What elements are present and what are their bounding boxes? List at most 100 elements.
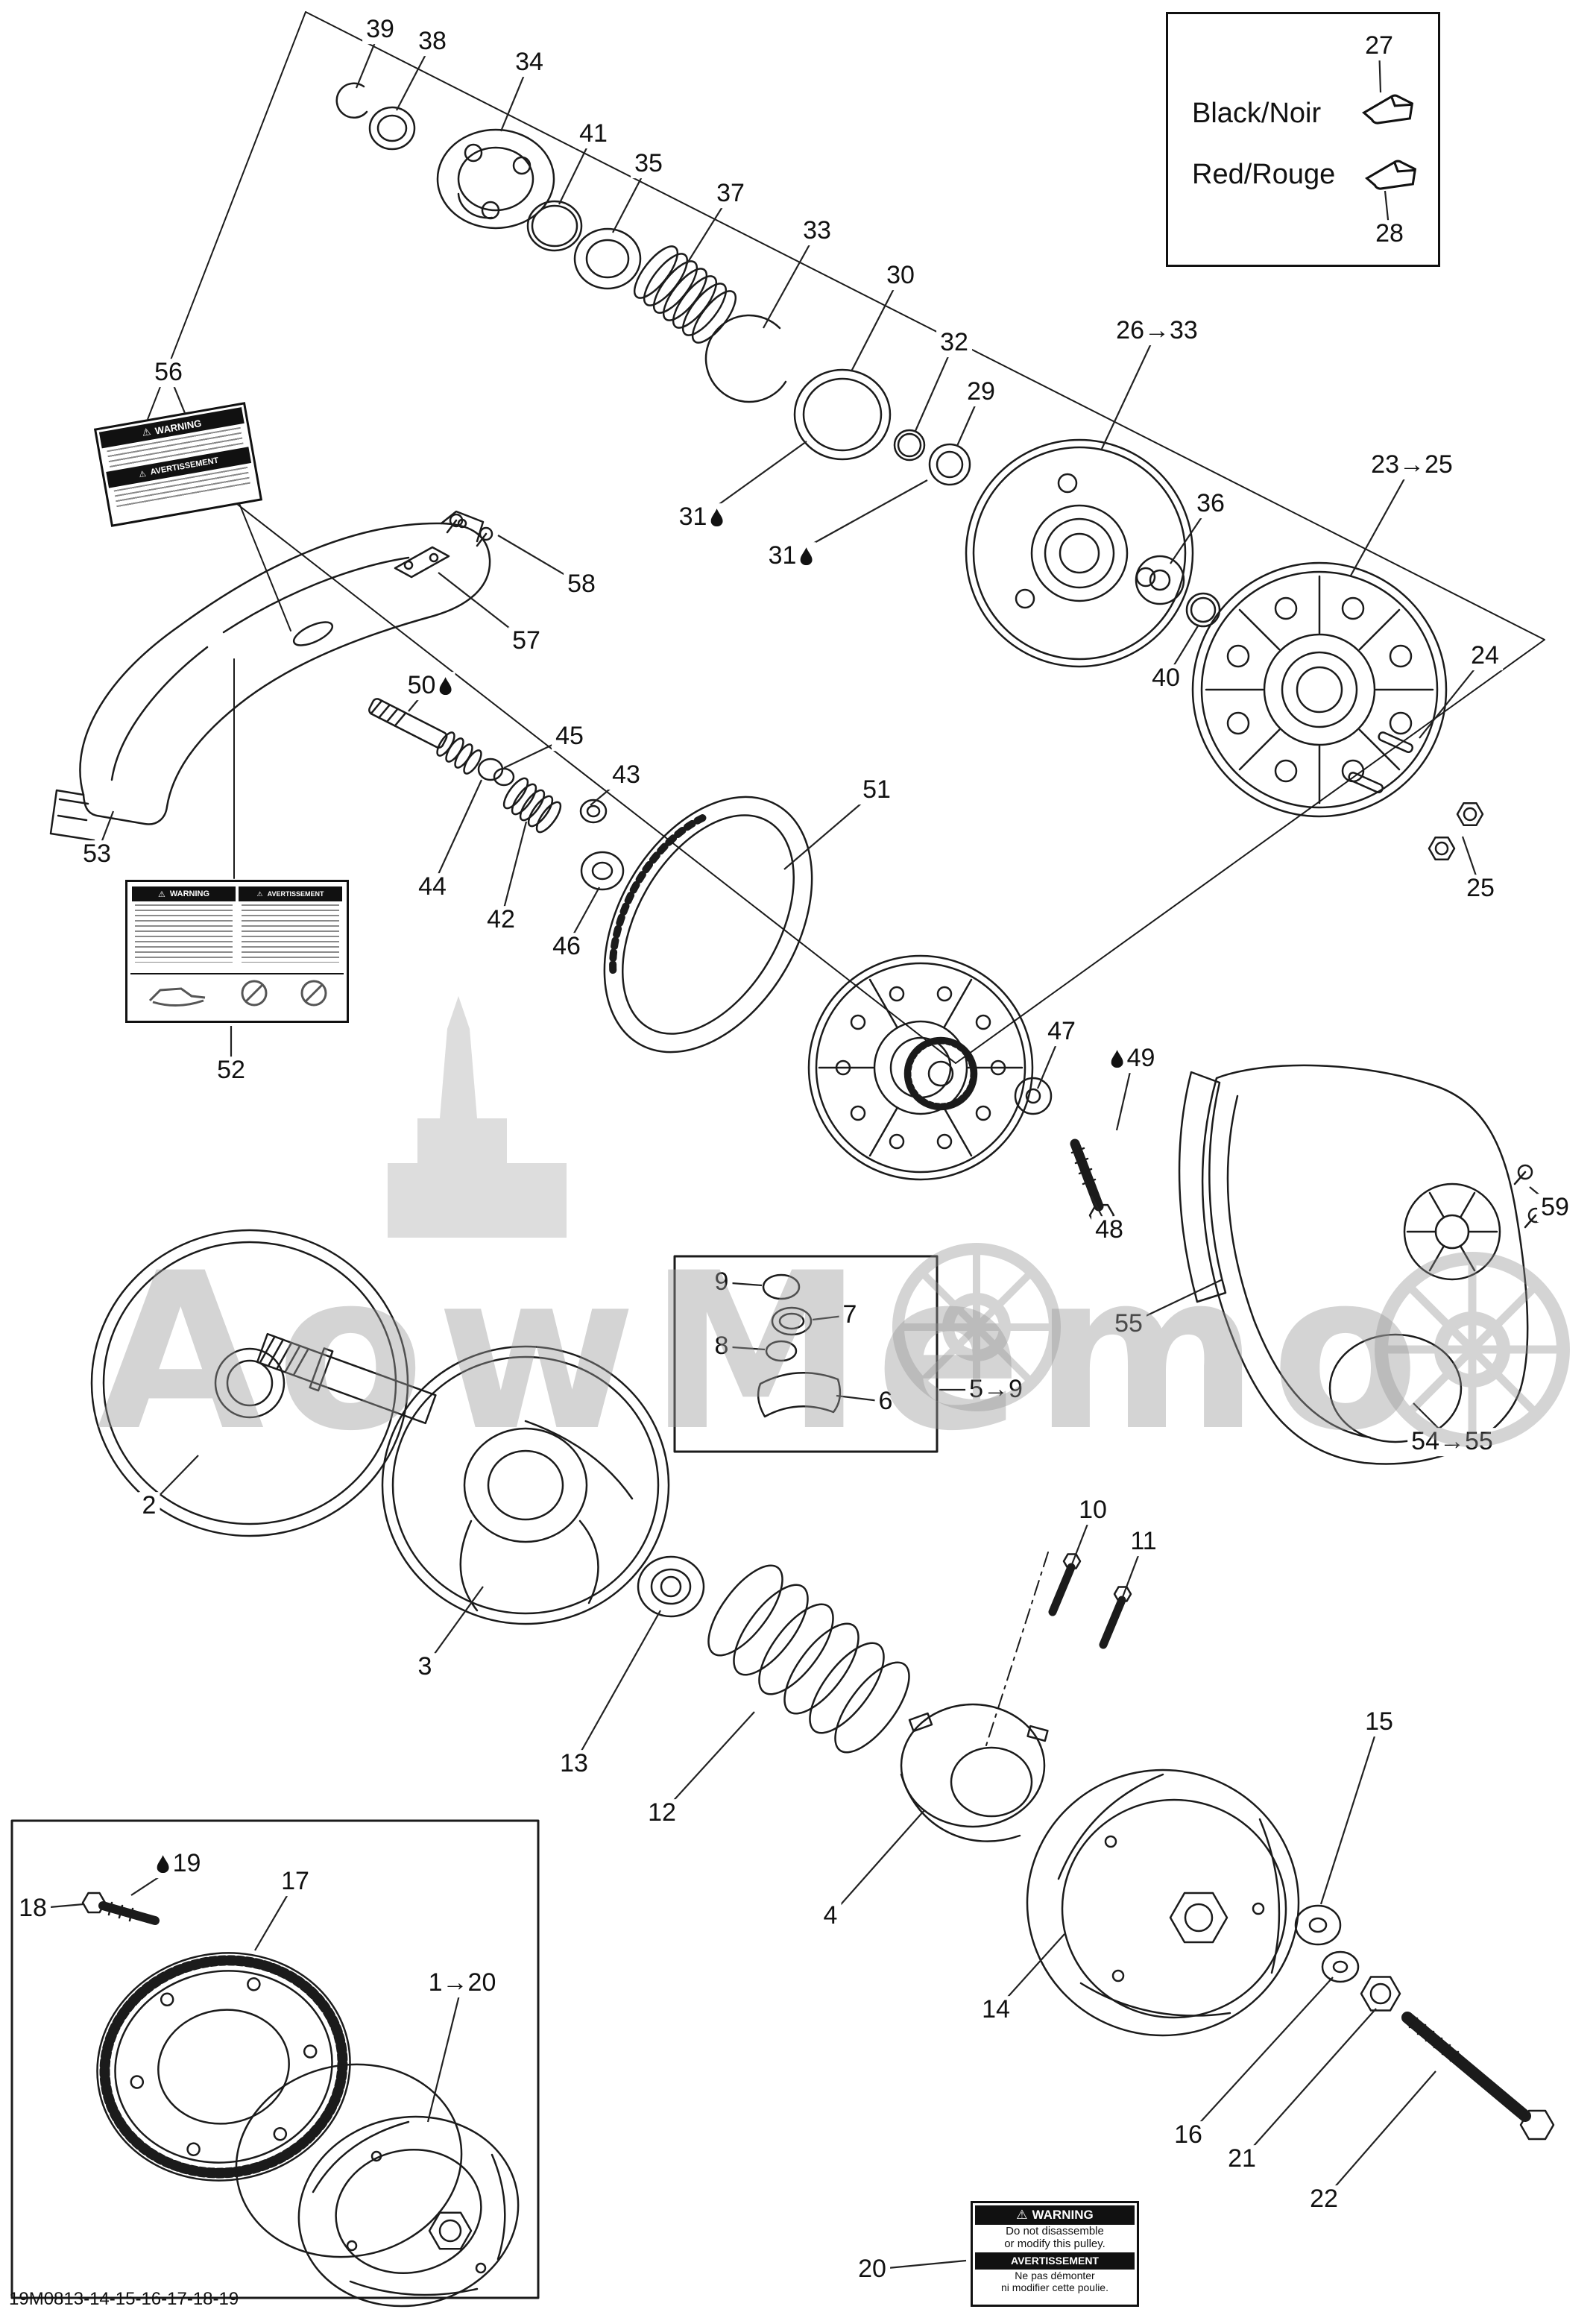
- callout-25: 25: [1463, 875, 1498, 903]
- callout-35: 35: [631, 150, 666, 178]
- part-bushing-29: [928, 443, 971, 486]
- decal-52-title-en: WARNING: [169, 889, 210, 898]
- callout-36: 36: [1193, 490, 1228, 518]
- decal-52-title-fr: AVERTISSEMENT: [267, 890, 324, 898]
- decal-20-en-line1: Do not disassemble: [1006, 2225, 1104, 2237]
- callout-58: 58: [564, 570, 599, 599]
- callout-49: 49: [1107, 1045, 1159, 1073]
- part-primary-clutch-1-20: [235, 2063, 520, 2308]
- callout-number: 57: [512, 626, 540, 655]
- callout-14: 14: [978, 1996, 1014, 2024]
- callout-26-33: 26→33: [1112, 317, 1202, 345]
- callout-8: 8: [710, 1332, 733, 1361]
- warning-decal-20: ⚠ WARNING Do not disassemble or modify t…: [971, 2201, 1139, 2307]
- axis-line: [985, 1552, 1049, 1748]
- callout-number: 30: [886, 261, 915, 290]
- part-oring-40: [1185, 592, 1221, 628]
- part-washer-36: [1135, 555, 1185, 605]
- callout-28: 28: [1372, 220, 1407, 248]
- decal-52-en-column: ⚠ WARNING: [130, 885, 237, 973]
- callout-number: 13: [560, 1749, 588, 1778]
- callout-number: 38: [418, 27, 447, 56]
- warning-triangle-icon: ⚠: [1016, 2208, 1028, 2222]
- part-washer-46: [580, 851, 625, 891]
- prohibition-icon: [241, 980, 268, 1007]
- part-pulley-cover-14: [1026, 1769, 1300, 2037]
- callout-3: 3: [414, 1653, 436, 1681]
- part-belt-guard-52-53: [49, 510, 491, 842]
- callout-number: 17: [281, 1867, 309, 1896]
- part-washer-16: [1321, 1950, 1360, 1983]
- callout-11: 11: [1126, 1528, 1161, 1556]
- callout-number: 4: [823, 1901, 838, 1930]
- callout-13: 13: [556, 1750, 592, 1778]
- callout-number: 19: [172, 1849, 201, 1878]
- callout-number: 47: [1047, 1017, 1076, 1046]
- callout-number: 27: [1365, 31, 1393, 60]
- callout-57: 57: [508, 627, 544, 655]
- part-ring-38: [368, 106, 416, 151]
- callout-number: 12: [648, 1798, 676, 1827]
- callout-number: 58: [567, 570, 596, 599]
- callout-24: 24: [1467, 642, 1503, 670]
- callout-number: 46: [552, 932, 581, 961]
- callout-number: 37: [716, 179, 745, 208]
- callout-number: 18: [19, 1894, 47, 1923]
- legend-black-label: Black/Noir: [1192, 98, 1322, 129]
- callout-16: 16: [1170, 2121, 1206, 2149]
- oil-droplet-icon: [800, 547, 813, 565]
- callout-number: 6: [878, 1387, 893, 1416]
- callout-number: 20: [858, 2255, 886, 2284]
- callout-5-9: 5→9: [965, 1376, 1026, 1404]
- callout-34: 34: [511, 48, 547, 77]
- decal-20-title-fr: AVERTISSEMENT: [1011, 2255, 1099, 2267]
- part-bearing-13: [637, 1555, 705, 1618]
- decal-20-en-line2: or modify this pulley.: [1004, 2237, 1105, 2251]
- callout-number: 15: [1365, 1707, 1393, 1736]
- callout-22: 22: [1306, 2185, 1342, 2214]
- frame-outline: [142, 11, 1545, 1064]
- callout-48: 48: [1091, 1216, 1127, 1244]
- part-driven-pulley-23-25: [1191, 561, 1448, 818]
- callout-6: 6: [874, 1387, 897, 1416]
- part-slider-shoe-6: [757, 1372, 842, 1418]
- legend-red-label: Red/Rouge: [1192, 159, 1336, 190]
- warning-decal-52: ⚠ WARNING ⚠ AVERTISSEMENT: [125, 880, 349, 1023]
- callout-number: 33: [803, 216, 831, 245]
- decal-20-warning-bar: ⚠ WARNING: [975, 2205, 1135, 2225]
- callout-number: 35: [634, 149, 663, 178]
- oil-droplet-icon: [439, 677, 452, 695]
- callout-number: 54→55: [1411, 1427, 1493, 1456]
- part-snap-ring-33: [704, 314, 787, 403]
- part-shaft: [256, 1332, 437, 1425]
- decal-20-fr-line2: ni modifier cette poulie.: [1001, 2281, 1108, 2293]
- decal-20-avert-bar: AVERTISSEMENT: [975, 2252, 1135, 2270]
- part-clutch-half-center: [807, 954, 1034, 1181]
- callout-10: 10: [1075, 1496, 1111, 1525]
- callout-12: 12: [644, 1799, 680, 1827]
- callout-56: 56: [151, 359, 186, 387]
- part-bolt-22: [1401, 2012, 1555, 2141]
- snowmobile-pictogram-icon: [148, 987, 206, 1007]
- part-sheave-disc-2: [90, 1229, 409, 1537]
- callout-39: 39: [362, 16, 398, 44]
- callout-number: 24: [1471, 641, 1499, 670]
- callout-number: 23→25: [1371, 450, 1453, 479]
- part-spring-12: [707, 1564, 910, 1754]
- warning-triangle-icon: ⚠: [157, 889, 165, 899]
- callout-2: 2: [138, 1492, 160, 1520]
- callout-37: 37: [713, 180, 748, 208]
- callout-number: 8: [714, 1332, 729, 1361]
- part-pins-24: [1348, 731, 1414, 793]
- red-clip-icon: [1364, 160, 1417, 190]
- callout-number: 34: [515, 48, 543, 77]
- decal-pointer-lines: [233, 497, 291, 879]
- black-clip-icon: [1361, 94, 1414, 125]
- part-nut-21: [1360, 1976, 1401, 2012]
- callout-41: 41: [575, 120, 611, 148]
- decal-20-title-en: WARNING: [1032, 2208, 1094, 2222]
- part-nuts-25: [1428, 802, 1484, 860]
- prohibition-icon: [300, 980, 327, 1007]
